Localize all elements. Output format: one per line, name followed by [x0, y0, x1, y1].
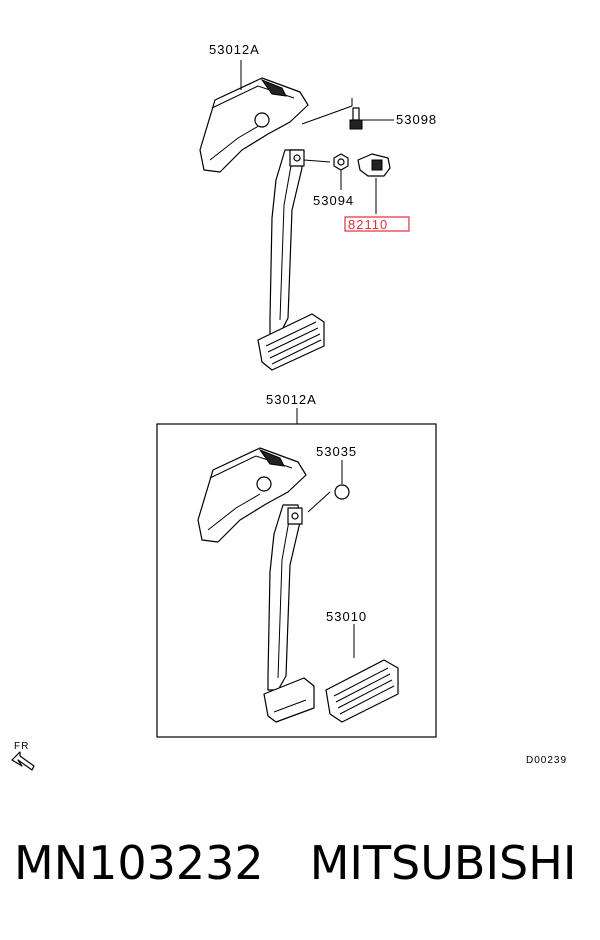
footer-caption: MN103232 MITSUBISHI	[14, 836, 576, 890]
pedal-pad-part	[325, 659, 399, 723]
pedal-assembly-top	[199, 77, 325, 371]
label-front-marker: FR	[14, 741, 29, 752]
label-pad: 53010	[326, 609, 367, 624]
label-stopper: 53035	[316, 444, 357, 459]
label-bolt: 53098	[396, 112, 437, 127]
stopper-part	[334, 484, 350, 500]
label-pedal-assembly-bottom: 53012A	[266, 392, 317, 407]
label-nut: 53094	[313, 193, 354, 208]
kit-frame	[156, 423, 437, 738]
front-arrow-icon	[11, 751, 35, 771]
pedal-assembly-bottom	[197, 447, 315, 723]
label-diagram-code: D00239	[526, 755, 567, 766]
label-switch: 82110	[348, 217, 388, 232]
bolt-part	[349, 107, 363, 130]
highlight-box	[344, 216, 410, 232]
label-pedal-assembly-top: 53012A	[209, 42, 260, 57]
part-number: MN103232	[14, 836, 264, 890]
stoplamp-switch-part	[357, 153, 391, 177]
nut-part	[333, 153, 349, 171]
brand-name: MITSUBISHI	[309, 836, 577, 890]
